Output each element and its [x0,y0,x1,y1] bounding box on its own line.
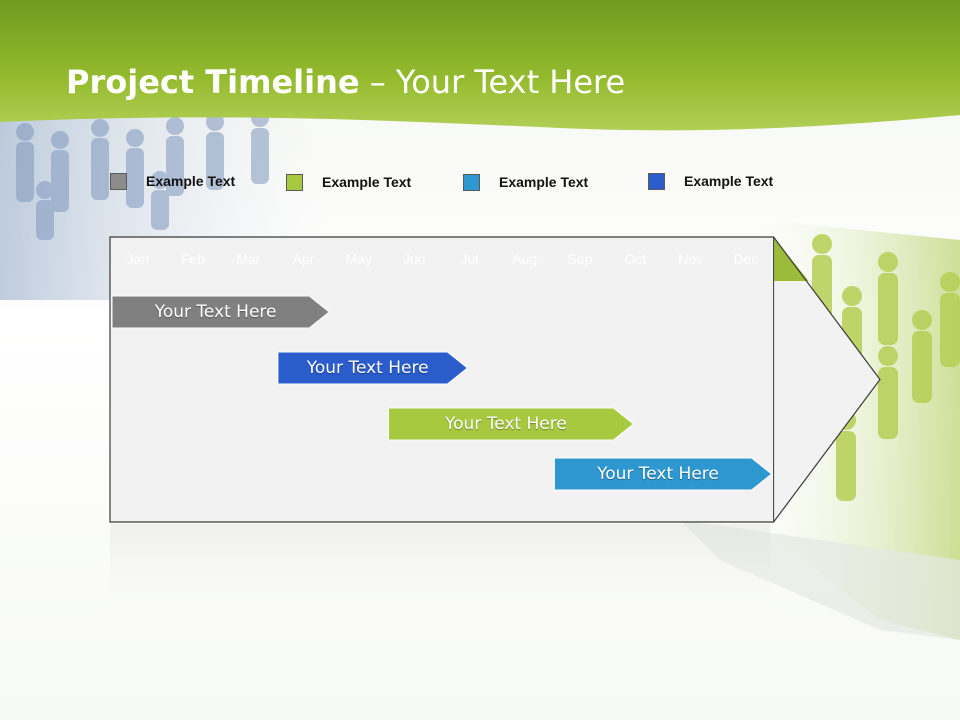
green-figures [812,234,960,501]
task-bar [277,351,469,385]
task-bar-label: Your Text Here [154,302,277,322]
chart-reflection [110,524,770,634]
arrow-outline [109,236,881,523]
legend-item-1: Example Text [110,171,235,191]
legend-swatch-dark-blue [648,172,665,190]
legend-label-4: Example Text [684,173,774,189]
month-label: Jan [126,251,149,267]
task-bars [111,295,773,491]
legend-label-3: Example Text [499,174,589,190]
month-label: Apr [292,251,315,267]
task-bar-label: Your Text Here [597,464,719,484]
legend-swatch-green [286,173,303,191]
task-bar [111,295,331,329]
title-rest: – Your Text Here [359,63,626,101]
legend-swatch-light-blue [463,173,480,191]
month-label: Nov [678,251,704,267]
header-band [0,0,960,131]
legend-label-2: Example Text [322,174,412,190]
task-bar-label: Your Text Here [445,414,567,434]
task-bar-label: Your Text Here [306,358,429,378]
legend-item-2: Example Text [286,172,411,192]
task-bar [553,457,773,491]
legend-item-3: Example Text [463,172,588,192]
month-label: Jul [460,251,479,267]
task-bar [388,407,635,441]
month-label: Jun [402,251,426,267]
month-label: Sep [567,251,593,267]
title-bold: Project Timeline [66,63,360,101]
month-label: May [345,251,373,267]
legend-label-1: Example Text [146,173,236,189]
month-label: Oct [624,251,647,267]
month-label: Aug [512,251,538,267]
blue-figures [16,109,269,240]
month-label: Dec [733,251,759,267]
legend-swatch-gray [110,172,127,190]
legend-item-4: Example Text [648,171,773,191]
page-title: Project Timeline – Your Text Here [66,60,625,104]
month-label: Mar [236,251,261,267]
month-label: Feb [180,251,205,267]
